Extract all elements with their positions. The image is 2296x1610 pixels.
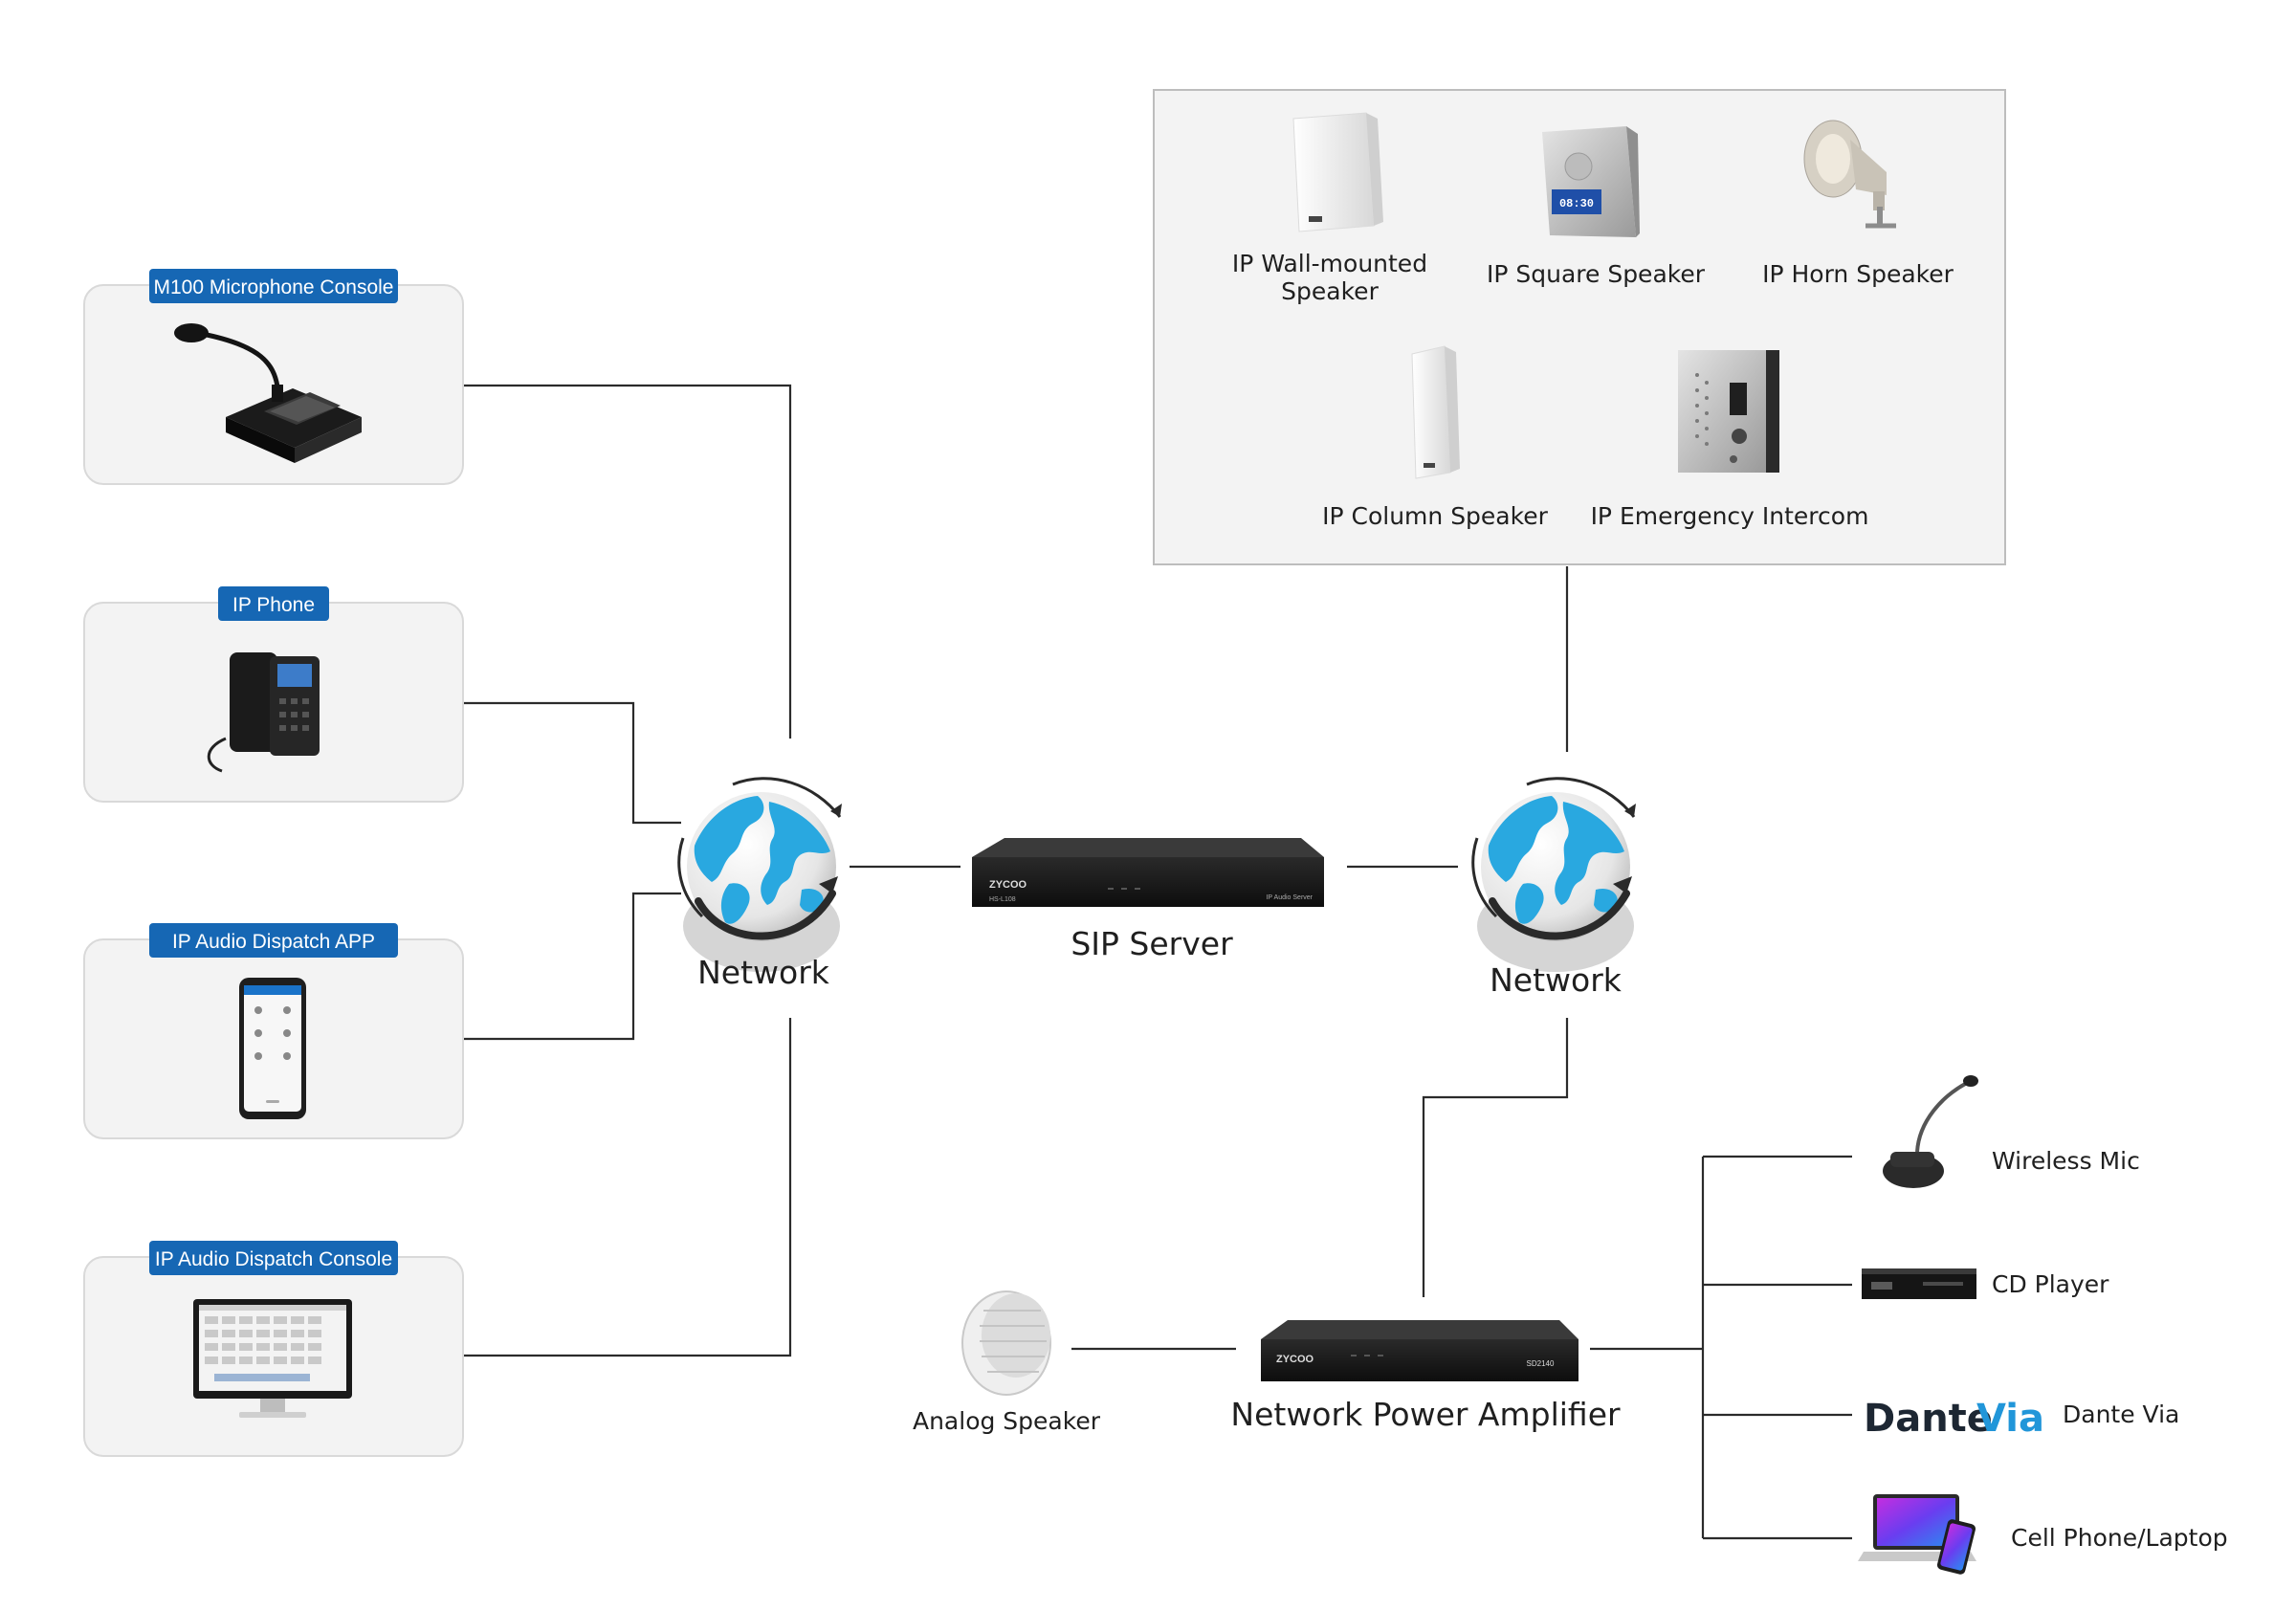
wall-mounted-speaker-icon (1292, 112, 1383, 232)
wire-network-amplifier (1422, 1018, 1569, 1297)
badge-mic-console (149, 269, 398, 303)
amplifier-label: Network Power Amplifier (1230, 1396, 1621, 1433)
server-caption-mark: IP Audio Server (1266, 894, 1313, 901)
source-card-dispatch-console: IP Audio Dispatch Console (83, 1241, 464, 1457)
badge-mic-console-label: M100 Microphone Console (154, 276, 394, 298)
amp-model-mark: SD2140 (1527, 1359, 1555, 1368)
dante-logo-via: Via (1976, 1397, 2044, 1441)
input-wireless-mic: Wireless Mic (1883, 1075, 2140, 1188)
smartphone-icon (239, 978, 306, 1119)
network-right-label: Network (1490, 961, 1623, 999)
square-speaker-label: IP Square Speaker (1487, 260, 1706, 288)
column-speaker-label: IP Column Speaker (1322, 502, 1548, 530)
badge-ip-phone (218, 586, 329, 621)
server-brand-mark: ZYCOO (989, 879, 1027, 891)
emergency-intercom-icon (1678, 350, 1779, 473)
analog-speaker-label: Analog Speaker (913, 1407, 1101, 1435)
ip-phone-icon (207, 652, 320, 773)
network-left: Network (679, 779, 842, 991)
monitor-icon (193, 1299, 352, 1418)
badge-dispatch-console-label: IP Audio Dispatch Console (155, 1248, 392, 1270)
square-speaker-icon: 08:30 (1542, 126, 1640, 237)
network-left-label: Network (697, 954, 830, 991)
ceiling-speaker-icon (961, 1290, 1051, 1396)
ip-speakers-panel: IP Wall-mounted Speaker 08:30 IP Square … (1153, 89, 2006, 565)
cd-player-label: CD Player (1992, 1270, 2109, 1298)
amplifier-device-icon: ZYCOO SD2140 (1261, 1320, 1578, 1381)
dante-via-label: Dante Via (2063, 1400, 2179, 1428)
source-card-dispatch-app: IP Audio Dispatch APP (83, 923, 464, 1139)
horn-speaker-icon (1803, 120, 1896, 229)
wall-mounted-speaker-label-2: Speaker (1281, 277, 1379, 305)
badge-dispatch-app-label: IP Audio Dispatch APP (172, 931, 375, 953)
source-card-ip-phone: IP Phone (83, 586, 464, 803)
amp-brand-mark: ZYCOO (1276, 1354, 1314, 1365)
sip-server-label: SIP Server (1071, 925, 1233, 962)
globe-network-icon (679, 779, 842, 972)
server-model-mark: HS-L108 (989, 896, 1016, 903)
laptop-phone-icon (1858, 1494, 1976, 1575)
wire-dispatch-app (463, 892, 681, 1041)
wireless-mic-label: Wireless Mic (1992, 1147, 2140, 1175)
server-device-icon: ZYCOO HS-L108 IP Audio Server (972, 838, 1324, 907)
dante-via-logo: Dante Via (1864, 1397, 2044, 1441)
cd-player-icon (1862, 1268, 1976, 1299)
analog-speaker: Analog Speaker (913, 1290, 1101, 1435)
gooseneck-mic-icon (1883, 1075, 1978, 1188)
input-cd-player: CD Player (1862, 1268, 2109, 1299)
badge-dispatch-console (149, 1241, 398, 1275)
globe-network-icon (1473, 779, 1636, 972)
network-right: Network (1473, 779, 1636, 999)
cell-phone-laptop-label: Cell Phone/Laptop (2011, 1524, 2228, 1552)
source-card-mic-console: M100 Microphone Console (83, 269, 464, 485)
wire-dispatch-console (463, 1018, 792, 1357)
wire-ip-phone (463, 701, 681, 825)
dante-logo-word: Dante (1864, 1397, 1993, 1441)
badge-dispatch-app (149, 923, 398, 958)
microphone-console-icon (174, 323, 362, 463)
badge-ip-phone-label: IP Phone (232, 594, 315, 616)
sip-server: ZYCOO HS-L108 IP Audio Server SIP Server (972, 838, 1324, 962)
input-cell-phone-laptop: Cell Phone/Laptop (1858, 1494, 2228, 1575)
connection-lines (463, 384, 1852, 1540)
input-dante-via: Dante Via Dante Via (1864, 1397, 2179, 1441)
emergency-intercom-label: IP Emergency Intercom (1591, 502, 1869, 530)
network-power-amplifier: ZYCOO SD2140 Network Power Amplifier (1230, 1320, 1621, 1433)
square-speaker-clock: 08:30 (1559, 197, 1594, 210)
column-speaker-icon (1411, 345, 1460, 479)
wall-mounted-speaker-label-1: IP Wall-mounted (1232, 250, 1427, 277)
horn-speaker-label: IP Horn Speaker (1762, 260, 1954, 288)
wire-mic-console (463, 384, 792, 739)
